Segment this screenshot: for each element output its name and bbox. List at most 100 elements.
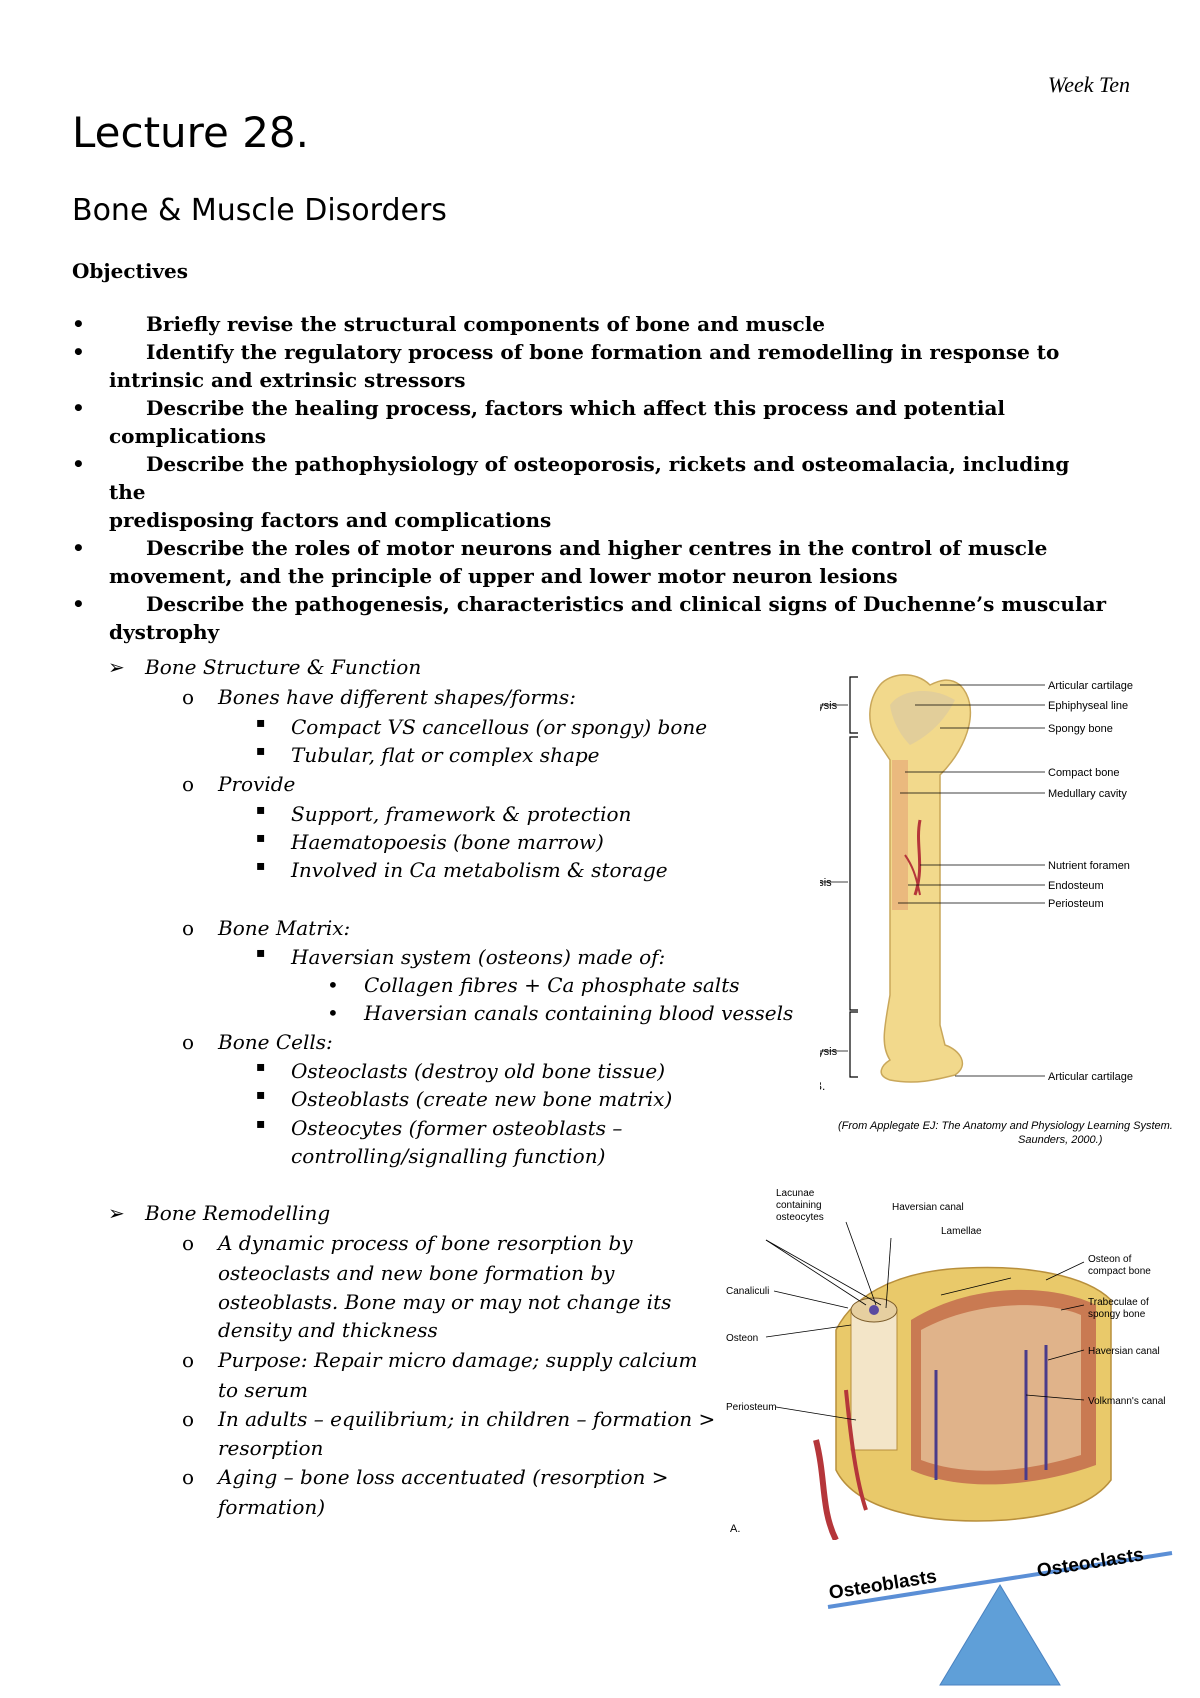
square-bullet-icon: ▪	[256, 1087, 266, 1103]
femur-label: Diaphysis	[820, 877, 832, 889]
osteon-label: Trabeculae of	[1088, 1297, 1149, 1308]
list-item: Bone Matrix:	[218, 916, 351, 940]
circle-bullet-icon: o	[182, 1348, 195, 1372]
arrow-bullet-icon: ➢	[108, 655, 125, 679]
list-item: formation)	[218, 1495, 326, 1519]
square-bullet-icon: ▪	[256, 802, 266, 818]
circle-bullet-icon: o	[182, 772, 195, 796]
osteon-label: Lamellae	[941, 1226, 982, 1237]
list-item: Provide	[218, 772, 296, 796]
balance-fulcrum	[939, 1584, 1061, 1686]
osteon-diagram: Lacunae containing osteocytes Haversian …	[726, 1188, 1166, 1540]
list-item: Osteocytes (former osteoblasts –	[291, 1116, 623, 1140]
osteon-label: spongy bone	[1088, 1309, 1146, 1320]
osteon-label: containing	[776, 1200, 822, 1211]
nutrient-vessel	[904, 854, 921, 896]
trabeculae	[921, 1305, 1081, 1471]
osteon-label: Haversian canal	[892, 1202, 964, 1213]
panel-label: A.	[730, 1523, 740, 1535]
figure-citation: Saunders, 2000.)	[1018, 1134, 1103, 1146]
objective-item: •Describe the pathogenesis, characterist…	[72, 592, 1107, 644]
femur-label: Spongy bone	[1048, 723, 1113, 735]
list-item: Osteoclasts (destroy old bone tissue)	[291, 1059, 666, 1083]
objective-item: •Briefly revise the structural component…	[72, 312, 826, 336]
balance-graphic: Osteoblasts Osteoclasts	[827, 1544, 1173, 1686]
femur-diagram: Epiphysis Diaphysis Epiphysis Articular …	[820, 674, 1133, 1093]
square-bullet-icon: ▪	[256, 715, 266, 731]
figure-citation: (From Applegate EJ: The Anatomy and Phys…	[838, 1120, 1173, 1132]
nutrient-vessel	[913, 819, 922, 896]
bullet-icon: •	[72, 312, 85, 336]
femur-label: Nutrient foramen	[1048, 860, 1130, 872]
femur-label: Compact bone	[1048, 767, 1120, 779]
objectives-heading: Objectives	[72, 259, 188, 283]
objective-item: •Identify the regulatory process of bone…	[72, 340, 1060, 392]
list-item: Involved in Ca metabolism & storage	[291, 858, 668, 882]
list-item: Bones have different shapes/forms:	[218, 685, 576, 709]
list-item: resorption	[218, 1436, 324, 1460]
osteon-label: Osteon of	[1088, 1254, 1132, 1265]
square-bullet-icon: ▪	[256, 1059, 266, 1075]
femur-label: Epiphysis	[820, 700, 838, 712]
list-item: osteoblasts. Bone may or may not change …	[218, 1290, 672, 1314]
square-bullet-icon: ▪	[256, 858, 266, 874]
circle-bullet-icon: o	[182, 1465, 195, 1489]
haversian-canal	[869, 1305, 879, 1315]
list-item: Aging – bone loss accentuated (resorptio…	[218, 1465, 669, 1489]
list-item: controlling/signalling function)	[291, 1144, 606, 1168]
epiphysis-bracket	[849, 676, 858, 734]
list-item: Haversian canals containing blood vessel…	[364, 1001, 794, 1025]
page-title: Lecture 28.	[72, 108, 310, 157]
square-bullet-icon: ▪	[256, 743, 266, 759]
vessel	[813, 1439, 839, 1540]
list-item: In adults – equilibrium; in children – f…	[218, 1407, 716, 1431]
list-item: A dynamic process of bone resorption by	[218, 1231, 633, 1255]
list-item: Bone Cells:	[218, 1030, 333, 1054]
objective-item: •Describe the pathophysiology of osteopo…	[72, 452, 1070, 532]
page-subtitle: Bone & Muscle Disorders	[72, 193, 447, 228]
osteon-label: compact bone	[1088, 1266, 1151, 1277]
osteon-cylinder	[850, 1309, 898, 1451]
bullet-icon: •	[72, 452, 85, 476]
list-item: Osteoblasts (create new bone matrix)	[291, 1087, 673, 1111]
balance-label-right: Osteoclasts	[1035, 1544, 1145, 1582]
femur-label: Periosteum	[1048, 898, 1104, 910]
spongy-bone-region	[890, 690, 955, 745]
circle-bullet-icon: o	[182, 1407, 195, 1431]
section-heading: Bone Remodelling	[145, 1201, 331, 1225]
section-heading: Bone Structure & Function	[145, 655, 422, 679]
square-bullet-icon: ▪	[256, 1116, 266, 1132]
list-item: osteoclasts and new bone formation by	[218, 1261, 615, 1285]
vessel	[844, 1389, 868, 1511]
epiphysis-bracket	[849, 1011, 858, 1078]
list-item: Collagen fibres + Ca phosphate salts	[364, 973, 740, 997]
femur-label: Articular cartilage	[1048, 1071, 1133, 1083]
bullet-icon: •	[72, 340, 85, 364]
circle-bullet-icon: o	[182, 1231, 195, 1255]
circle-bullet-icon: o	[182, 1030, 195, 1054]
panel-label: B.	[820, 1079, 825, 1093]
femur-label: Medullary cavity	[1048, 788, 1127, 800]
list-item: Haversian system (osteons) made of:	[291, 945, 666, 969]
list-item: Compact VS cancellous (or spongy) bone	[291, 715, 708, 739]
femur-label: Epiphysis	[820, 1046, 838, 1058]
square-bullet-icon: ▪	[256, 945, 266, 961]
list-item: to serum	[218, 1378, 308, 1402]
bullet-icon: •	[72, 396, 85, 420]
circle-bullet-icon: o	[182, 685, 195, 709]
list-item: density and thickness	[218, 1318, 438, 1342]
osteon-label: Lacunae	[776, 1188, 815, 1199]
femur-label: Endosteum	[1048, 880, 1104, 892]
osteon-label: Periosteum	[726, 1402, 777, 1413]
femur-label: Articular cartilage	[1048, 680, 1133, 692]
list-item: Purpose: Repair micro damage; supply cal…	[218, 1348, 698, 1372]
square-bullet-icon: ▪	[256, 830, 266, 846]
diaphysis-bracket	[849, 736, 858, 1011]
osteon-label: Volkmann's canal	[1088, 1396, 1166, 1407]
osteon-label: osteocytes	[776, 1212, 824, 1223]
bullet-icon: •	[327, 973, 339, 997]
header-week-label: Week Ten	[1047, 72, 1130, 97]
list-item: Haematopoesis (bone marrow)	[291, 830, 604, 854]
bullet-icon: •	[72, 592, 85, 616]
bullet-icon: •	[72, 536, 85, 560]
